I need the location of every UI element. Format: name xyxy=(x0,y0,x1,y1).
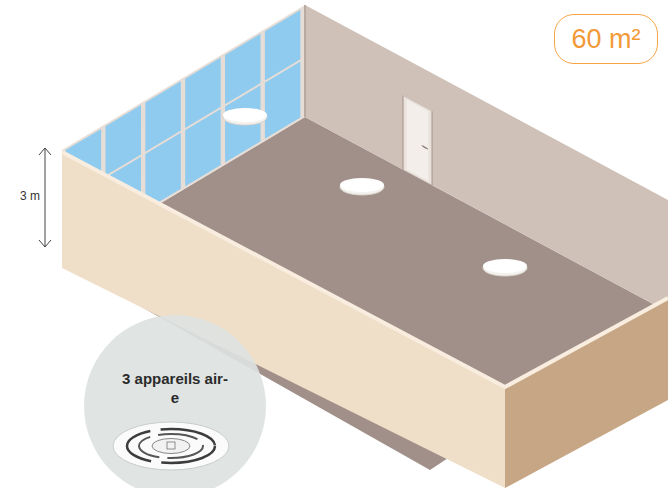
dimension-label: 3 m xyxy=(20,189,40,203)
back-wall xyxy=(305,5,668,312)
window-pane xyxy=(185,109,220,186)
area-text: 60 m² xyxy=(571,23,640,55)
window-pane xyxy=(265,62,300,139)
front-wall xyxy=(62,152,505,488)
door xyxy=(403,96,432,186)
wall-corner xyxy=(304,5,306,117)
circle-text: 3 appareils air-e xyxy=(119,369,231,407)
side-wall xyxy=(505,298,668,488)
air-e-units xyxy=(223,108,527,276)
info-circle: 3 appareils air-e xyxy=(84,315,266,488)
dimension-line xyxy=(39,148,51,247)
area-badge: 60 m² xyxy=(554,14,658,64)
air-e-device xyxy=(113,422,229,470)
